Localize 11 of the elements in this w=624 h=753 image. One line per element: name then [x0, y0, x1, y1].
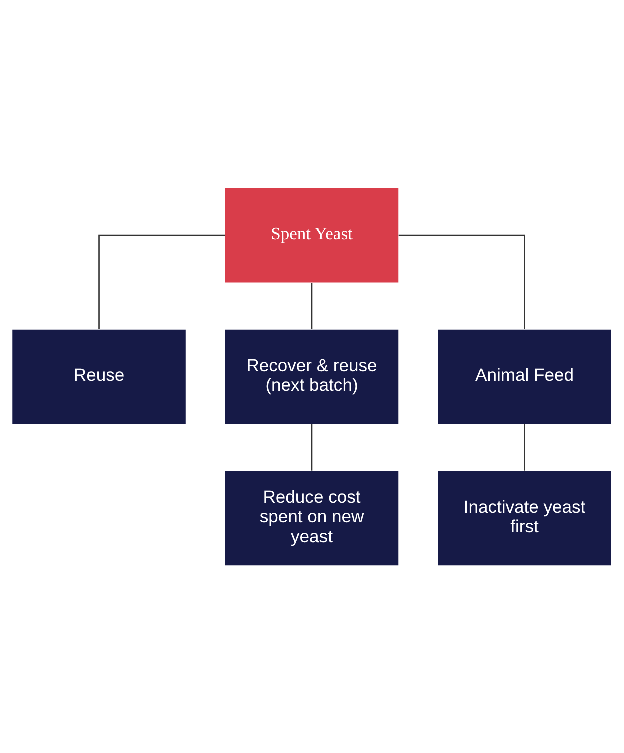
- connector: [98, 234, 226, 329]
- connector: [311, 424, 313, 470]
- node-box: Reduce cost spent on new yeast: [225, 470, 399, 566]
- node-box: Recover & reuse (next batch): [225, 329, 399, 424]
- node-box: Inactivate yeast first: [438, 470, 612, 566]
- node-box: Animal Feed: [438, 329, 612, 424]
- node-box: Reuse: [12, 329, 186, 424]
- connector: [398, 234, 526, 329]
- connector: [311, 282, 313, 329]
- node-box: Spent Yeast: [225, 188, 399, 282]
- connector: [524, 424, 526, 470]
